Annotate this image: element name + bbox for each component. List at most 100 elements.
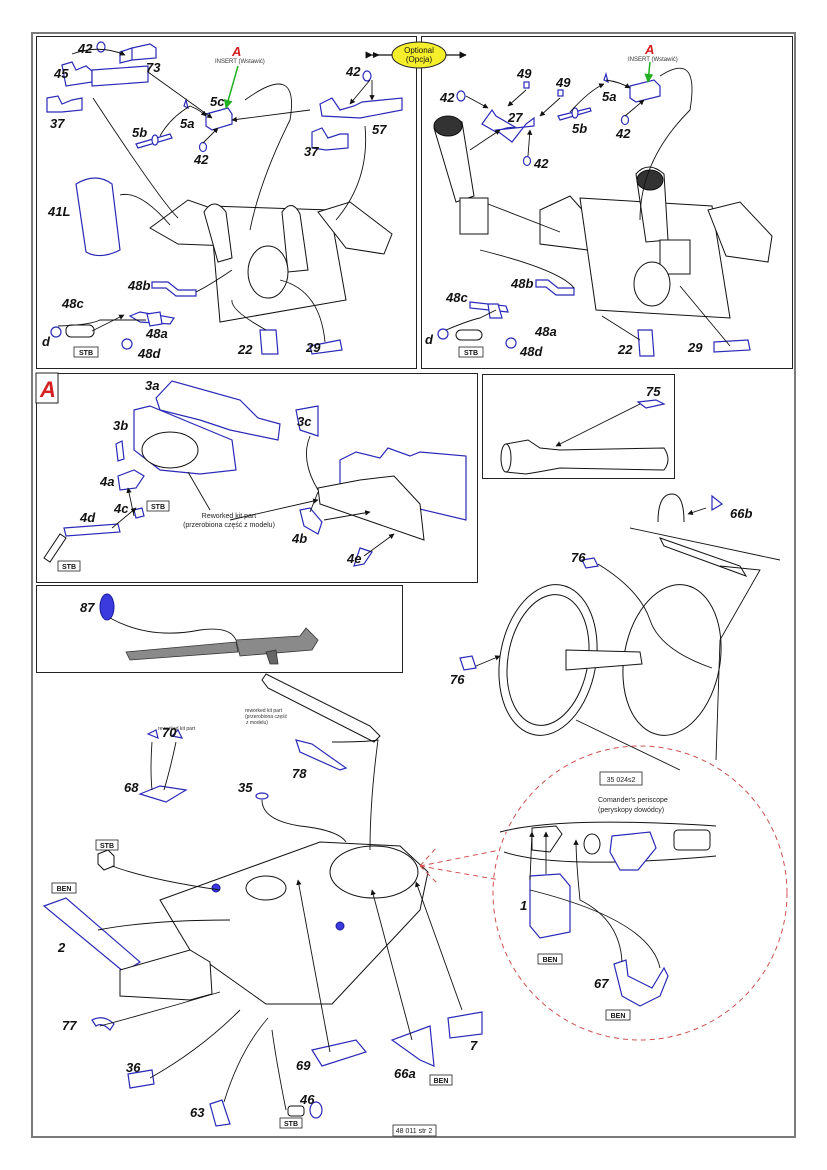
label-37: 37: [50, 116, 65, 131]
label-87: 87: [80, 600, 95, 615]
label-7: 7: [470, 1038, 478, 1053]
panel-mg-drawing: [99, 593, 319, 665]
label-22: 22: [617, 342, 633, 357]
stb-tag-box: [279, 1117, 303, 1129]
right-insert-text: INSERT (Wstawić): [628, 57, 678, 63]
label-42: 42: [439, 90, 455, 105]
part-5a: [603, 71, 609, 84]
ben-tag: BEN: [434, 1078, 449, 1085]
label-d: d: [425, 332, 434, 347]
label-29: 29: [687, 340, 703, 355]
label-4d: 4d: [79, 510, 96, 525]
part-75: [636, 399, 666, 409]
label-66b: 66b: [730, 506, 752, 521]
mg-barrel: [125, 641, 239, 661]
periscope-detail: [419, 745, 788, 1041]
part-d: [437, 328, 449, 340]
page-ref: 48 011 str 2: [396, 1128, 433, 1135]
label-29: 29: [305, 340, 321, 355]
part-42-b: [198, 141, 208, 153]
label-d: d: [42, 334, 51, 349]
part-5b-head: [571, 107, 579, 119]
label-4c: 4c: [113, 501, 129, 516]
part-78: [295, 739, 348, 771]
sheet-frame: [31, 32, 796, 1138]
part-37-right: [311, 127, 349, 151]
part-7: [447, 1011, 483, 1039]
left-insert-text: INSERT (Wstawić): [215, 59, 265, 65]
part-29: [713, 339, 751, 353]
kit-right-box: [707, 201, 773, 263]
part-66a: [390, 1025, 435, 1067]
mg-grip: [265, 649, 279, 665]
kit-cube-stb: [97, 849, 115, 871]
kit-port: [583, 833, 601, 855]
right-panel-drawing: [433, 61, 773, 357]
kit-filter-grille: [433, 115, 463, 137]
kit-right-box: [317, 201, 393, 255]
part-4b: [299, 507, 323, 535]
stb-tag-box: [73, 346, 99, 358]
kit-filter-grille: [636, 169, 664, 191]
part-1: [529, 873, 571, 939]
label-46: 46: [299, 1092, 315, 1107]
label-48b: 48b: [127, 278, 150, 293]
kit-pipe-left: [203, 203, 233, 263]
kit-periscope-slot: [531, 825, 563, 853]
part-5a: [183, 97, 189, 110]
stb-tag-box: [57, 560, 81, 572]
label-5a: 5a: [602, 89, 616, 104]
periscope-caption: Comander's periscope: [598, 797, 668, 804]
part-5c: [629, 79, 661, 103]
kit-cylinder: [65, 324, 95, 338]
kit-tool-handle: [505, 439, 669, 475]
kit-cupola: [329, 845, 419, 899]
kit-lever: [261, 673, 381, 743]
label-77: 77: [62, 1018, 77, 1033]
stb-tag-box: [95, 839, 119, 851]
ref-box-text: 35 024s2: [607, 777, 636, 784]
label-48d: 48d: [137, 346, 161, 361]
label-78: 78: [292, 766, 307, 781]
kit-pipe-right: [281, 205, 309, 273]
label-3a: 3a: [145, 378, 159, 393]
part-45: [61, 61, 93, 87]
bolt: [335, 921, 345, 931]
label-2: 2: [57, 940, 66, 955]
right-insert-marker: A: [644, 42, 654, 57]
label-4b: 4b: [291, 531, 307, 546]
part-76-top: [581, 557, 599, 569]
label-48a: 48a: [534, 324, 557, 339]
label-27: 27: [507, 110, 523, 125]
part-35: [255, 792, 269, 800]
label-48d: 48d: [519, 344, 543, 359]
kit-cylinder: [455, 329, 483, 341]
part-41l: [75, 177, 121, 257]
part-49: [557, 89, 564, 97]
label-37: 37: [304, 144, 319, 159]
hull-drawing: [42, 673, 483, 1127]
ben-tag: BEN: [611, 1013, 626, 1020]
label-73: 73: [146, 60, 161, 75]
label-66a: 66a: [394, 1066, 416, 1081]
part-70-pair: [146, 728, 184, 739]
kit-stb-cap: [287, 1105, 305, 1117]
panel-a-title: A: [39, 377, 56, 402]
part-46: [309, 1101, 323, 1119]
ben-tag: BEN: [57, 886, 72, 893]
part-3c: [295, 405, 319, 437]
part-27-b: [494, 116, 535, 143]
label-76: 76: [450, 672, 465, 687]
label-45: 45: [53, 66, 69, 81]
optional-label: Optional: [404, 46, 434, 55]
part-2: [42, 897, 142, 973]
part-48d: [505, 337, 517, 349]
label-63: 63: [190, 1105, 205, 1120]
reworked-note: Reworked kit part: [202, 513, 257, 520]
label-48a: 48a: [145, 326, 168, 341]
panel-machine-gun: [36, 585, 403, 673]
label-3b: 3b: [113, 418, 128, 433]
reworked-note-pl: (przerobiona część z modelu): [183, 522, 275, 529]
kit-reworked-part: [141, 431, 199, 469]
